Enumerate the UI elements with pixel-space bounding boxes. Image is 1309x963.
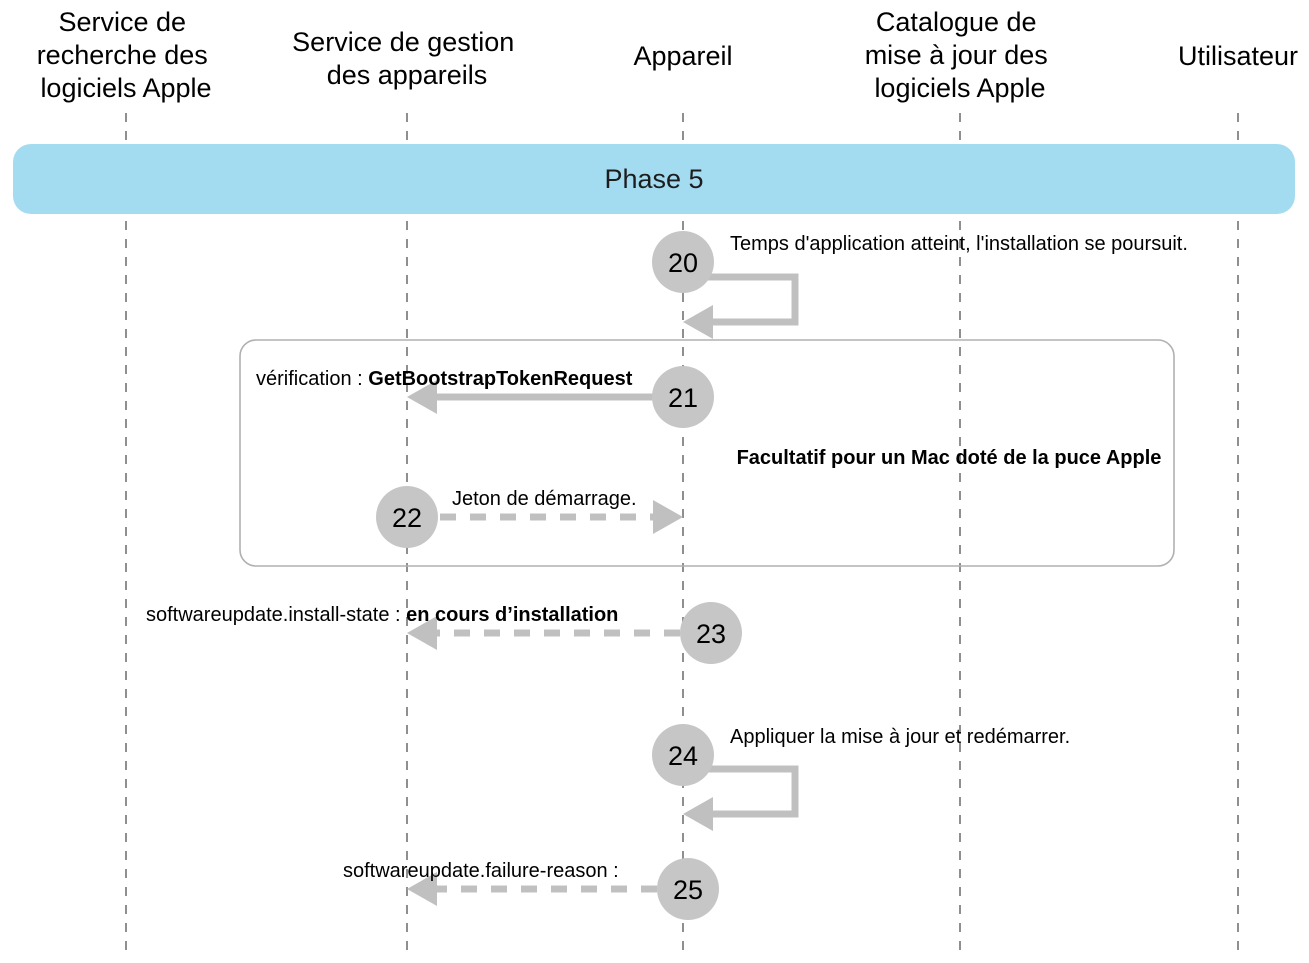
actor-mdm-line-1: Service de gestion [292, 27, 514, 57]
step-25-badge [657, 858, 719, 920]
actor-header-mdm: Service de gestion des appareils [292, 27, 522, 90]
actor-user-line-1: Utilisateur [1178, 41, 1298, 71]
optional-fragment: Facultatif pour un Mac doté de la puce A… [239, 339, 1175, 567]
step-25-number: 25 [673, 875, 703, 905]
step-22-message: Jeton de démarrage. [452, 488, 637, 510]
phase-banner-label: Phase 5 [604, 164, 703, 194]
step-23-message: softwareupdate.install-state : en cours … [146, 604, 618, 626]
phase-banner: Phase 5 [13, 144, 1295, 214]
optional-fragment-note: Facultatif pour un Mac doté de la puce A… [737, 447, 1162, 469]
actor-mdm-line-2: des appareils [327, 60, 488, 90]
step-21-badge [652, 366, 714, 428]
step-20-arrowhead [683, 305, 713, 339]
actor-header-lookup: Service de recherche des logiciels Apple [37, 7, 216, 103]
step-20-message: Temps d'application atteint, l'installat… [730, 233, 1188, 255]
actor-catalog-line-3: logiciels Apple [874, 73, 1045, 103]
step-24-group: 24 Appliquer la mise à jour et redémarre… [652, 724, 1070, 831]
step-24-arrowhead [683, 797, 713, 831]
step-24-number: 24 [668, 741, 698, 771]
step-20-badge [652, 231, 714, 293]
actor-header-user: Utilisateur [1178, 41, 1298, 71]
step-23-message-plain: softwareupdate.install-state : [146, 604, 406, 626]
actor-catalog-line-2: mise à jour des [865, 40, 1048, 70]
actor-lookup-line-3: logiciels Apple [40, 73, 211, 103]
step-22-arrowhead [653, 500, 683, 534]
actor-lookup-line-1: Service de [58, 7, 186, 37]
actor-headers: Service de recherche des logiciels Apple… [37, 7, 1298, 103]
optional-fragment-border [239, 339, 1175, 567]
step-23-badge [680, 602, 742, 664]
step-25-group: 25 softwareupdate.failure-reason : [343, 858, 719, 920]
step-21-message-plain: vérification : [256, 368, 368, 390]
step-22-badge [376, 486, 438, 548]
step-23-number: 23 [696, 619, 726, 649]
step-21-arrowhead [407, 380, 437, 414]
actor-catalog-line-1: Catalogue de [876, 7, 1037, 37]
step-21-message-bold: GetBootstrapTokenRequest [368, 368, 632, 390]
step-23-arrowhead [407, 616, 437, 650]
step-24-self-loop-line [700, 765, 799, 818]
phase-banner-background [13, 144, 1295, 214]
step-23-group: 23 softwareupdate.install-state : en cou… [146, 602, 742, 664]
actor-lookup-line-2: recherche des [37, 40, 208, 70]
actor-header-catalog: Catalogue de mise à jour des logiciels A… [865, 7, 1056, 103]
step-25-arrowhead [407, 872, 437, 906]
actor-device-line-1: Appareil [633, 41, 732, 71]
step-23-message-bold: en cours d’installation [406, 604, 618, 626]
step-21-message: vérification : GetBootstrapTokenRequest [256, 368, 633, 390]
step-22-number: 22 [392, 503, 422, 533]
step-20-self-loop-line [700, 273, 799, 326]
actor-header-device: Appareil [633, 41, 732, 71]
step-21-group: 21 vérification : GetBootstrapTokenReque… [256, 366, 714, 428]
step-21-number: 21 [668, 383, 698, 413]
step-24-message: Appliquer la mise à jour et redémarrer. [730, 726, 1070, 748]
step-24-badge [652, 724, 714, 786]
step-20-group: 20 Temps d'application atteint, l'instal… [652, 231, 1188, 339]
step-20-number: 20 [668, 248, 698, 278]
step-22-group: 22 Jeton de démarrage. [376, 486, 683, 548]
step-25-message: softwareupdate.failure-reason : [343, 860, 619, 882]
